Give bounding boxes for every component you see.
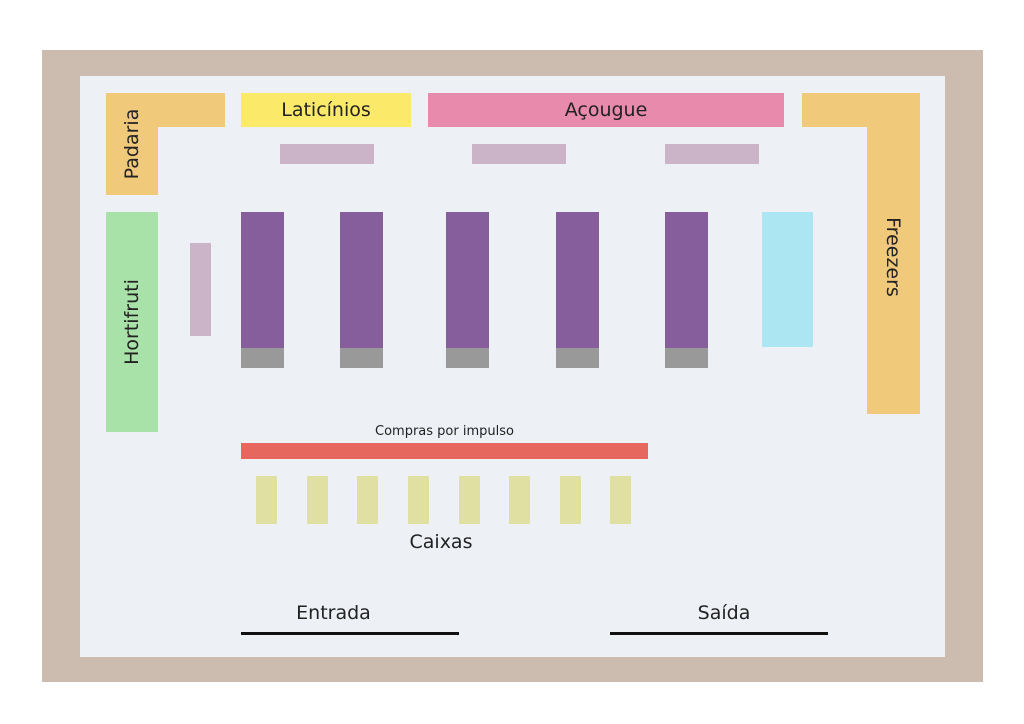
- island-1: [280, 144, 374, 164]
- checkout-4: [408, 476, 429, 524]
- checkout-7: [560, 476, 581, 524]
- aisle-shelf-2: [340, 212, 383, 368]
- checkout-5: [459, 476, 480, 524]
- entrada-line: [241, 632, 459, 635]
- shelf-end: [446, 348, 489, 368]
- island-3: [665, 144, 759, 164]
- shelf-end: [556, 348, 599, 368]
- checkout-1: [256, 476, 277, 524]
- checkout-2: [307, 476, 328, 524]
- shelf-end: [340, 348, 383, 368]
- padaria-label: Padaria: [121, 108, 143, 180]
- freezers-label: Freezers: [882, 217, 904, 297]
- store-floor: [80, 76, 945, 657]
- shelf-body: [665, 212, 708, 348]
- compras-impulso-bar: [241, 443, 648, 459]
- compras-impulso-label: Compras por impulso: [375, 424, 514, 439]
- saida-label: Saída: [697, 602, 751, 624]
- hortifruti-label: Hortifruti: [121, 279, 143, 365]
- shelf-body: [241, 212, 284, 348]
- shelf-body: [340, 212, 383, 348]
- island-2: [472, 144, 566, 164]
- aisle-shelf-4: [556, 212, 599, 368]
- shelf-body: [556, 212, 599, 348]
- checkout-8: [610, 476, 631, 524]
- caixas-label: Caixas: [409, 531, 473, 553]
- entrada-label: Entrada: [296, 602, 371, 624]
- acougue-label: Açougue: [564, 99, 648, 121]
- shelf-end: [665, 348, 708, 368]
- checkout-6: [509, 476, 530, 524]
- shelf-body: [446, 212, 489, 348]
- aisle-shelf-3: [446, 212, 489, 368]
- saida-line: [610, 632, 828, 635]
- aisle-shelf-5: [665, 212, 708, 368]
- hortifruti-section: [106, 212, 158, 432]
- laticinios-label: Laticínios: [281, 99, 371, 121]
- checkout-3: [357, 476, 378, 524]
- shelf-end: [241, 348, 284, 368]
- aisle-shelf-1: [241, 212, 284, 368]
- laticinios-section: Laticínios: [241, 93, 411, 127]
- padaria-section: [106, 93, 158, 195]
- island-vertical: [190, 243, 211, 336]
- freezers-section: [867, 93, 920, 414]
- acougue-section: Açougue: [428, 93, 784, 127]
- cooler: [762, 212, 813, 347]
